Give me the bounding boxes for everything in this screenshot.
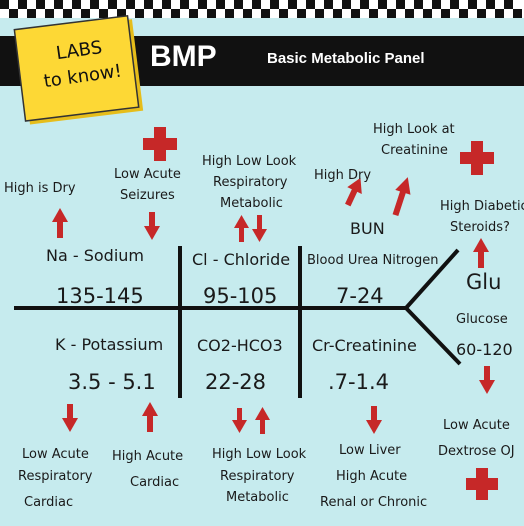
arrow-up-icon [142, 402, 158, 432]
creatinine-note-2: High Acute [336, 469, 408, 484]
creatinine-range: .7-1.4 [328, 370, 390, 394]
arrow-down-icon [62, 404, 78, 432]
co2-note-2: Respiratory [220, 469, 295, 484]
arrow-down-icon [479, 366, 495, 394]
potassium-high-note-1: High Acute [112, 449, 184, 464]
page-title: BMP [150, 40, 217, 73]
sodium-low-note-1: Low Acute [114, 167, 181, 182]
page-subtitle: Basic Metabolic Panel [267, 50, 425, 67]
arrow-up-icon [234, 215, 249, 242]
glucose-abbr: Glu [466, 270, 502, 294]
bun-abbr: BUN [350, 219, 385, 238]
chloride-label: Cl - Chloride [192, 250, 291, 269]
checker-border [0, 0, 524, 18]
glucose-label: Glucose [456, 312, 508, 327]
creatinine-note-1: Low Liver [339, 443, 401, 458]
glucose-range: 60-120 [456, 340, 513, 359]
arrow-up-icon [345, 177, 362, 207]
bun-high-note: High Dry [314, 168, 372, 183]
sticky-note [13, 14, 144, 125]
medical-cross-icon [143, 127, 177, 161]
chloride-note-2: Respiratory [213, 175, 288, 190]
bun-look-note-1: High Look at [373, 122, 455, 137]
bun-label: Blood Urea Nitrogen [307, 253, 439, 268]
glucose-high-note-2: Steroids? [450, 220, 510, 235]
indicator-arrows [52, 177, 495, 434]
potassium-high-note-2: Cardiac [130, 475, 180, 490]
glucose-low-note-1: Low Acute [443, 418, 510, 433]
glucose-high-note-1: High Diabetic [440, 199, 524, 214]
sodium-range: 135-145 [56, 284, 144, 308]
creatinine-note-3: Renal or Chronic [320, 495, 428, 510]
co2-label: CO2-HCO3 [197, 336, 283, 355]
potassium-range: 3.5 - 5.1 [68, 370, 156, 394]
arrow-down-icon [232, 408, 247, 433]
arrow-up-icon [52, 208, 68, 238]
arrow-up-icon [473, 238, 489, 268]
potassium-low-note-2: Respiratory [18, 469, 93, 484]
sodium-low-note-2: Seizures [120, 188, 175, 203]
medical-crosses [143, 127, 498, 500]
medical-cross-icon [460, 141, 494, 175]
potassium-label: K - Potassium [55, 335, 164, 354]
bun-range: 7-24 [336, 284, 384, 308]
co2-note-1: High Low Look [212, 447, 307, 462]
co2-note-3: Metabolic [226, 490, 289, 505]
fishbone-lines [14, 246, 462, 398]
bun-look-note-2: Creatinine [381, 143, 448, 158]
potassium-low-note-3: Cardiac [24, 495, 74, 510]
chloride-note-1: High Low Look [202, 154, 297, 169]
chloride-note-3: Metabolic [220, 196, 283, 211]
glucose-low-note-2: Dextrose OJ [438, 444, 515, 459]
arrow-down-icon [366, 406, 382, 434]
arrow-up-icon [392, 177, 411, 217]
creatinine-label: Cr-Creatinine [312, 336, 417, 355]
arrow-up-icon [255, 407, 270, 434]
chloride-range: 95-105 [203, 284, 278, 308]
arrow-down-icon [144, 212, 160, 240]
medical-cross-icon [466, 468, 498, 500]
co2-range: 22-28 [205, 370, 267, 394]
sodium-high-note: High is Dry [4, 181, 76, 196]
sodium-label: Na - Sodium [46, 246, 144, 265]
potassium-low-note-1: Low Acute [22, 447, 89, 462]
arrow-down-icon [252, 215, 267, 242]
